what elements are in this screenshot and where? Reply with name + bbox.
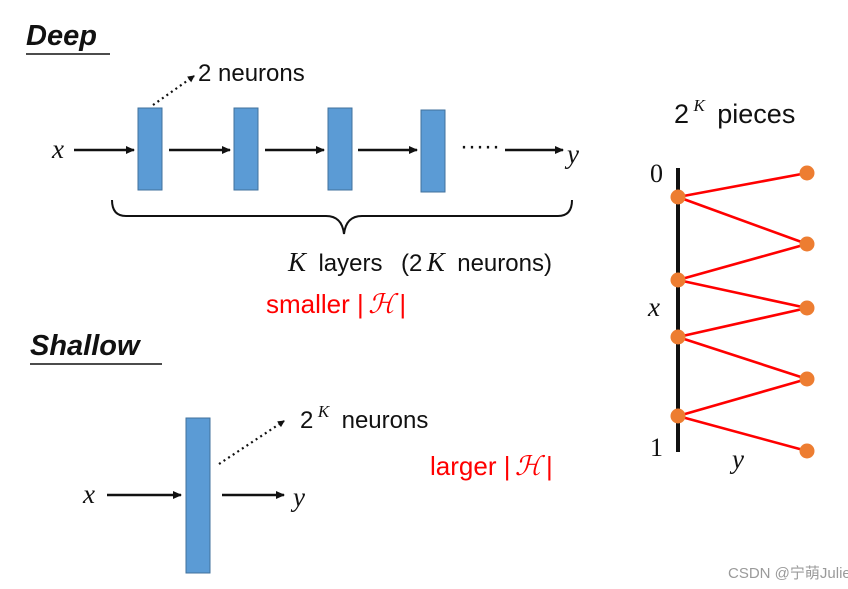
shallow-neuron-pointer xyxy=(218,420,285,465)
zigzag-segment xyxy=(677,306,808,339)
deep-layers-k: K xyxy=(287,247,308,277)
deep-layers-word: layers xyxy=(318,250,382,277)
zigzag-segment xyxy=(677,171,808,199)
zigzag-point xyxy=(799,443,815,459)
deep-layers-paren-open: (2 xyxy=(401,250,422,277)
shallow-complexity-symbol: ℋ xyxy=(515,451,546,481)
shallow-output-label: y xyxy=(290,482,305,512)
shallow-neuron-note-exp: K xyxy=(317,402,331,421)
pieces-axis-top: 0 xyxy=(650,159,663,188)
pieces-section: 2 K pieces 0 1 x y xyxy=(647,96,815,474)
deep-layers-brace xyxy=(111,199,573,235)
shallow-section: Shallow 2 K neurons x y larger | ℋ | xyxy=(30,330,553,574)
deep-title: Deep xyxy=(26,20,97,52)
zigzag-segment xyxy=(677,242,808,282)
shallow-complexity: larger | ℋ | xyxy=(430,451,553,481)
deep-complexity-symbol: ℋ xyxy=(368,289,399,319)
deep-layers-label: K layers (2 K neurons) xyxy=(287,247,552,277)
deep-input-label: x xyxy=(51,134,64,164)
watermark: CSDN @宁萌Julie xyxy=(728,565,848,582)
shallow-neuron-note: 2 K neurons xyxy=(300,402,428,434)
zigzag-point xyxy=(799,165,815,181)
pieces-axis-x: x xyxy=(647,292,660,322)
shallow-neuron-note-base: 2 xyxy=(300,407,313,434)
zigzag-segment xyxy=(677,195,808,246)
deep-complexity: smaller | ℋ | xyxy=(266,289,406,319)
deep-neuron-2 xyxy=(233,107,259,191)
pieces-label-base: 2 xyxy=(674,99,689,129)
shallow-complexity-prefix: larger | xyxy=(430,451,510,481)
deep-output-label: y xyxy=(564,139,579,169)
zigzag-point xyxy=(670,329,686,345)
zigzag-segment xyxy=(677,377,808,418)
deep-complexity-prefix: smaller | xyxy=(266,289,364,319)
shallow-complexity-suffix: | xyxy=(546,451,553,481)
deep-neuron-note: 2 neurons xyxy=(198,60,305,87)
pieces-label-word: pieces xyxy=(717,99,795,129)
zigzag-segment xyxy=(677,414,808,453)
deep-ellipsis: ····· xyxy=(460,133,500,160)
zigzag-segment xyxy=(677,278,808,310)
pieces-zigzag xyxy=(670,165,815,459)
pieces-axis-y: y xyxy=(729,444,744,474)
deep-section: Deep 2 neurons x y ····· K layers (2 K n… xyxy=(26,20,579,319)
deep-layers-paren-k: K xyxy=(426,247,447,277)
shallow-input-label: x xyxy=(82,479,95,509)
zigzag-segment xyxy=(677,335,808,381)
deep-neuron-3 xyxy=(327,107,353,191)
shallow-neuron-note-word: neurons xyxy=(342,407,429,434)
zigzag-point xyxy=(670,408,686,424)
pieces-axis-bottom: 1 xyxy=(650,433,663,462)
shallow-title: Shallow xyxy=(30,330,142,362)
zigzag-point xyxy=(799,371,815,387)
deep-complexity-suffix: | xyxy=(399,289,406,319)
zigzag-point xyxy=(799,300,815,316)
deep-neuron-4 xyxy=(420,109,446,193)
deep-neuron-1 xyxy=(137,107,163,191)
pieces-label-exp: K xyxy=(692,96,706,115)
zigzag-point xyxy=(670,272,686,288)
deep-layers-paren-close: neurons) xyxy=(457,250,552,277)
shallow-neuron xyxy=(185,417,211,574)
zigzag-point xyxy=(670,189,686,205)
pieces-label: 2 K pieces xyxy=(674,96,795,129)
deep-neuron-pointer xyxy=(152,75,195,106)
zigzag-point xyxy=(799,236,815,252)
